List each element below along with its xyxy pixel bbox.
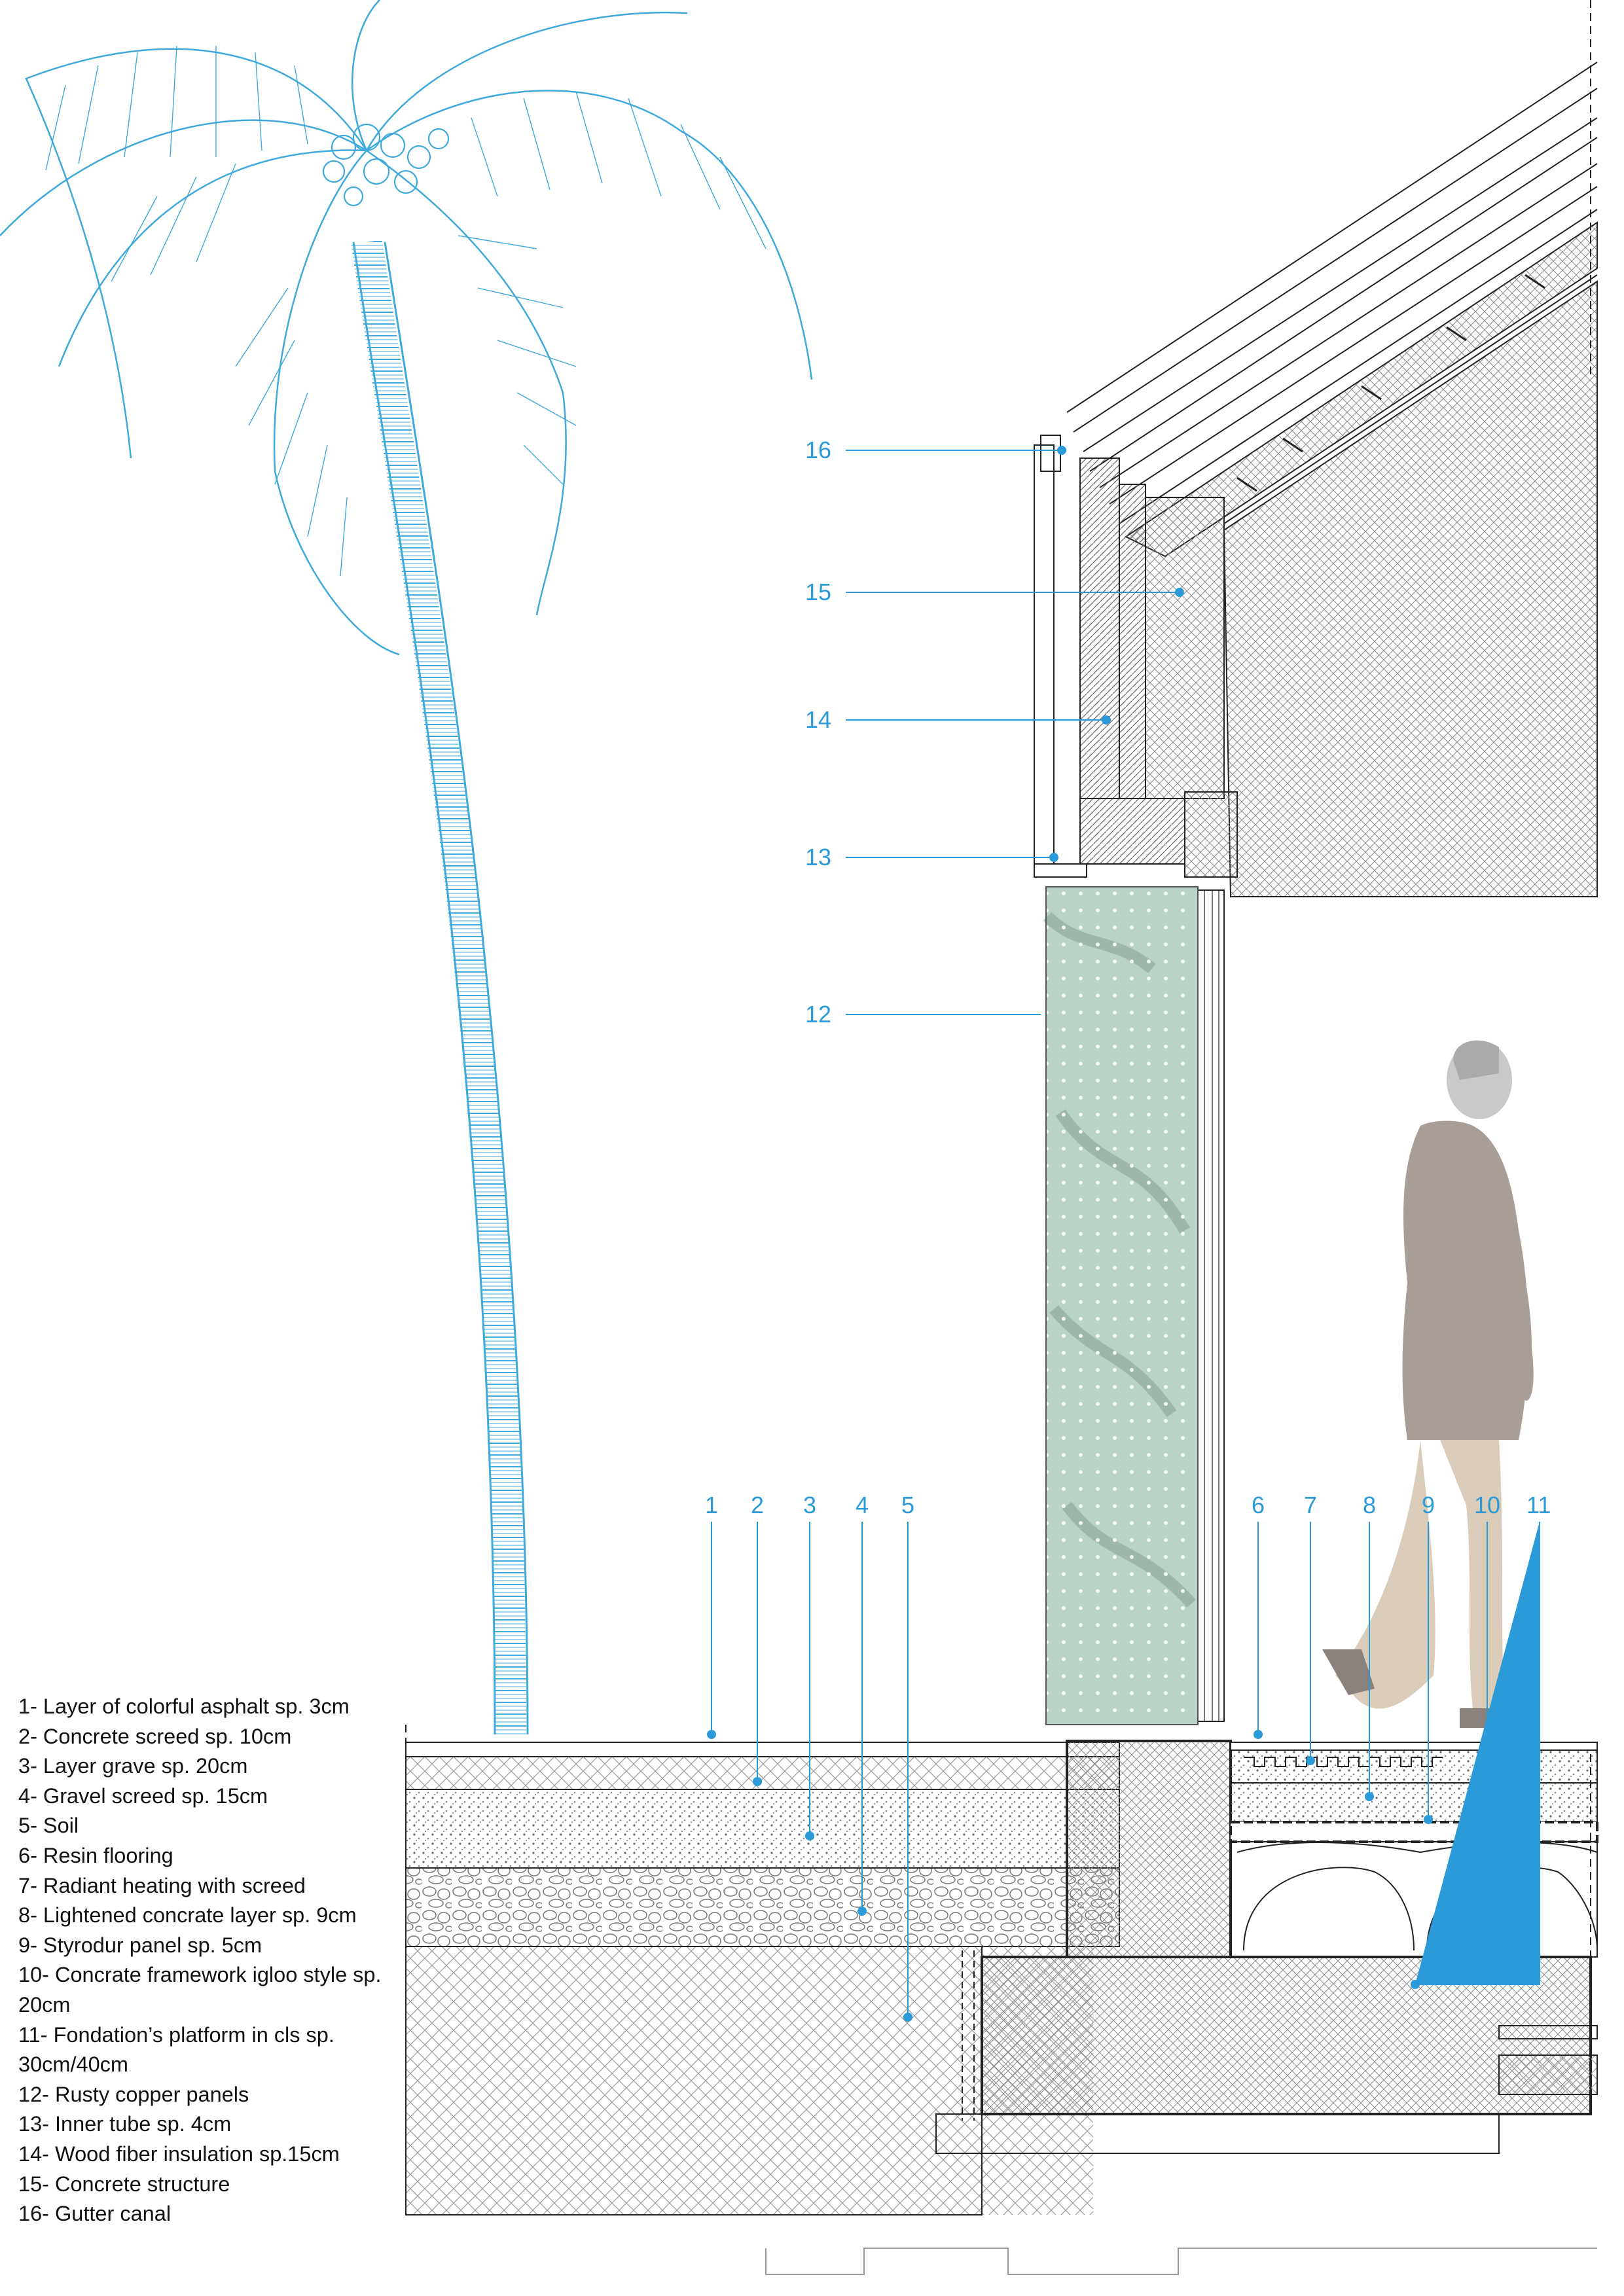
- igloo-framework: [1230, 1841, 1598, 1958]
- legend-item-2: 2- Concrete screed sp. 10cm: [18, 1724, 292, 1748]
- roof-layers: [1066, 62, 1598, 897]
- wall-layers: [1034, 435, 1238, 1722]
- legend-item-4: 4- Gravel screed sp. 15cm: [18, 1784, 268, 1808]
- callout-2: 2: [751, 1492, 764, 1518]
- legend-list: 1- Layer of colorful asphalt sp. 3cm 2- …: [18, 1692, 424, 2229]
- palm-fruits: [322, 123, 450, 207]
- callout-16: 16: [805, 437, 831, 463]
- legend-item-7: 7- Radiant heating with screed: [18, 1873, 306, 1897]
- asphalt-layer: [405, 1742, 1120, 1757]
- callout-13: 13: [805, 844, 831, 870]
- gravel-layer: [405, 1789, 1120, 1869]
- callout-8: 8: [1363, 1492, 1376, 1518]
- legend-item-5: 5- Soil: [18, 1814, 79, 1838]
- legend-item-11: 11- Fondation’s platform in cls sp. 30cm…: [18, 2022, 334, 2077]
- callout-leaders: [707, 446, 1540, 2022]
- callout-11: 11: [1526, 1492, 1551, 1518]
- concrete-screed: [405, 1756, 1120, 1790]
- callout-5: 5: [901, 1492, 914, 1518]
- callout-10: 10: [1474, 1492, 1500, 1518]
- legend-item-15: 15- Concrete structure: [18, 2172, 230, 2196]
- lightened-concrete: [1230, 1782, 1598, 1823]
- callout-numbers: 16 15 14 13 12 1 2 3 4 5 6 7 8 9 10 11: [705, 437, 1551, 1518]
- styrodur-panel: [1229, 1821, 1598, 1843]
- legend-item-1: 1- Layer of colorful asphalt sp. 3cm: [18, 1695, 350, 1718]
- callout-3: 3: [803, 1492, 816, 1518]
- legend-item-12: 12- Rusty copper panels: [18, 2082, 249, 2106]
- legend-item-9: 9- Styrodur panel sp. 5cm: [18, 1933, 262, 1957]
- legend-item-3: 3- Layer grave sp. 20cm: [18, 1754, 248, 1778]
- legend-item-14: 14- Wood fiber insulation sp.15cm: [18, 2142, 340, 2166]
- callout-12: 12: [805, 1001, 831, 1028]
- callout-14: 14: [805, 706, 831, 733]
- gutter-canal: [1040, 435, 1061, 472]
- legend-item-13: 13- Inner tube sp. 4cm: [18, 2112, 232, 2136]
- callout-15: 15: [805, 579, 831, 605]
- callout-4: 4: [856, 1492, 869, 1518]
- palm-tree: [0, 0, 813, 1735]
- callout-6: 6: [1252, 1492, 1265, 1518]
- legend-item-10: 10- Concrate framework igloo style sp. 2…: [18, 1963, 382, 2017]
- legend-item-16: 16- Gutter canal: [18, 2202, 171, 2226]
- soil: [406, 1946, 1093, 2215]
- legend-item-8: 8- Lightened concrate layer sp. 9cm: [18, 1903, 357, 1928]
- rusty-copper-panels: [1043, 886, 1199, 1725]
- callout-9: 9: [1422, 1492, 1435, 1518]
- gravel-screed: [405, 1867, 1120, 1947]
- person-figure: [1322, 1040, 1538, 1728]
- legend-item-6: 6- Resin flooring: [18, 1843, 173, 1867]
- callout-7: 7: [1304, 1492, 1317, 1518]
- callout-1: 1: [705, 1492, 718, 1518]
